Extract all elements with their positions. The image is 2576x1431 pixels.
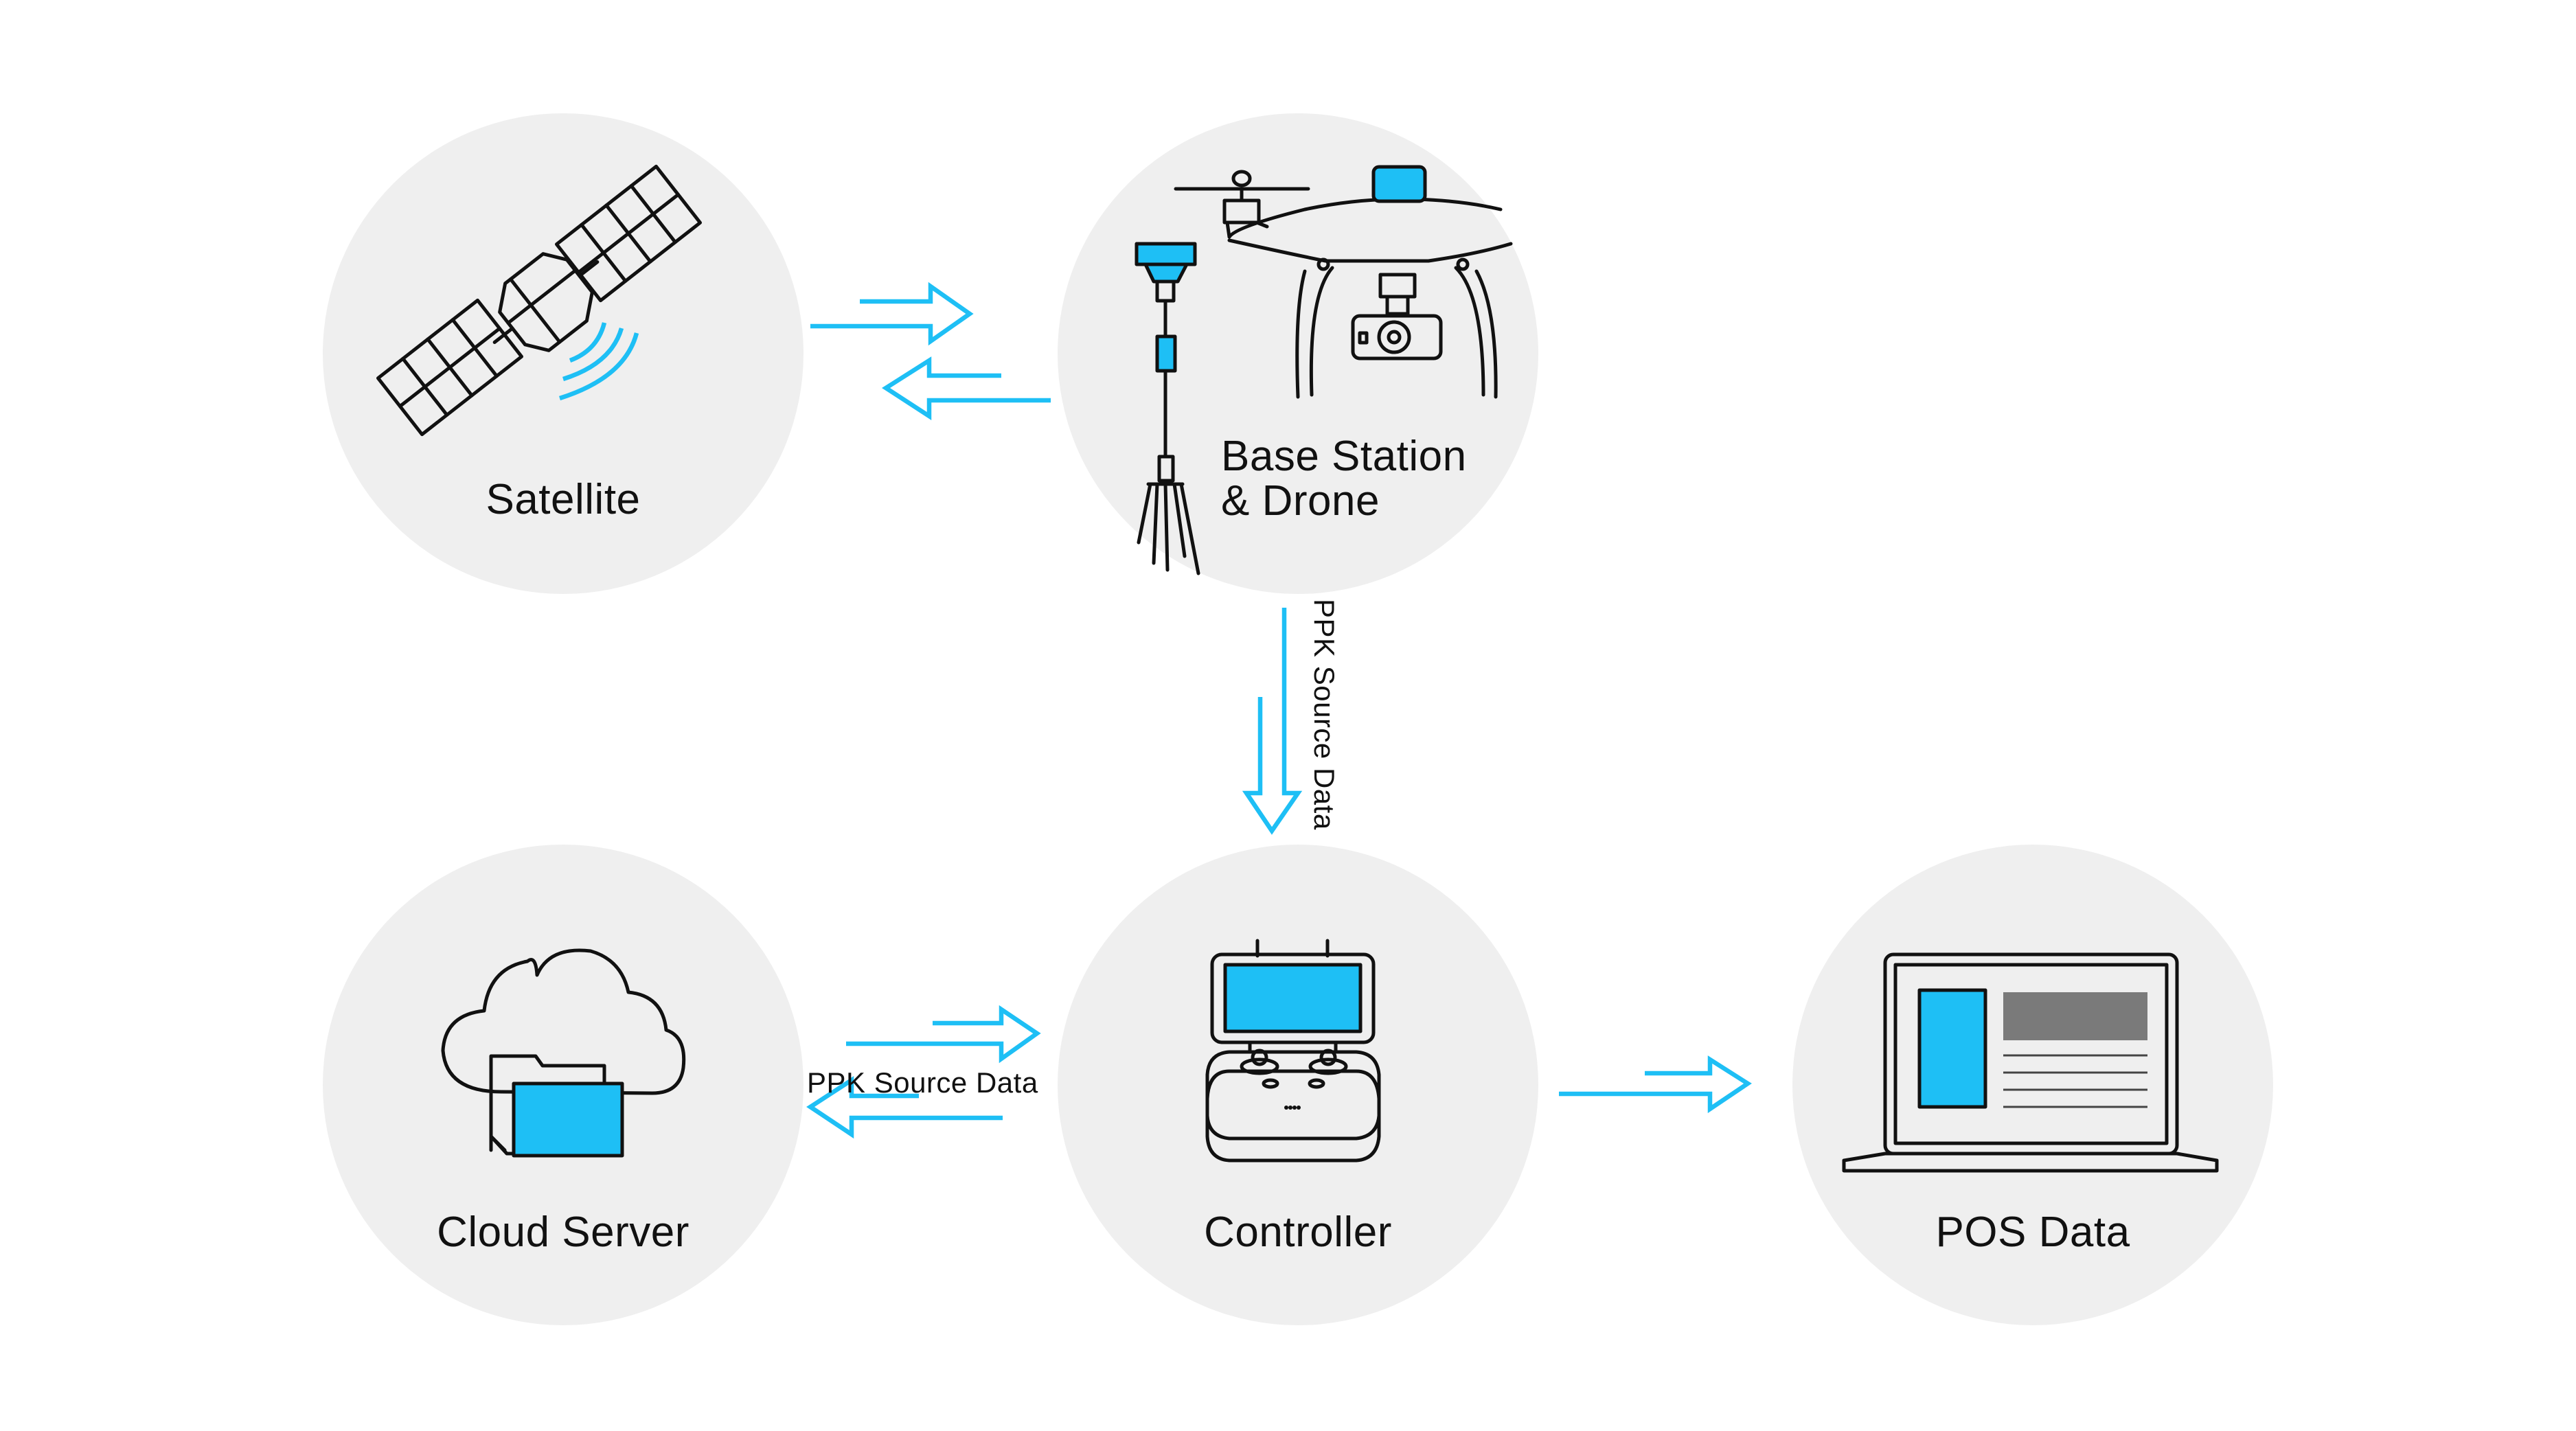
laptop-icon	[1842, 952, 2219, 1173]
cloud-folder-icon	[441, 948, 686, 1158]
arrow-satellite-to-base	[810, 282, 974, 346]
controller-label: Controller	[1204, 1209, 1392, 1256]
base-station-label: Base Station & Drone	[1221, 434, 1467, 523]
cloud-server-label: Cloud Server	[437, 1209, 689, 1256]
pos-data-label: POS Data	[1935, 1209, 2130, 1256]
edge-label-base-to-controller: PPK Source Data	[1308, 599, 1341, 830]
base-station-drone-icon	[1135, 165, 1513, 575]
arrow-base-to-controller	[1242, 608, 1303, 835]
arrow-cloud-to-controller	[846, 1005, 1041, 1064]
remote-controller-icon	[1205, 939, 1381, 1163]
satellite-node-circle	[323, 113, 803, 594]
satellite-icon	[376, 164, 703, 437]
base-station-label-line2: & Drone	[1221, 477, 1380, 525]
arrow-controller-to-cloud	[806, 1076, 1003, 1139]
arrow-base-to-satellite	[881, 356, 1051, 420]
base-station-label-line1: Base Station	[1221, 433, 1467, 480]
edge-label-cloud-controller: PPK Source Data	[807, 1066, 1038, 1099]
controller-node-circle	[1058, 845, 1538, 1325]
arrow-controller-to-pos	[1559, 1055, 1752, 1114]
satellite-label: Satellite	[486, 476, 641, 523]
